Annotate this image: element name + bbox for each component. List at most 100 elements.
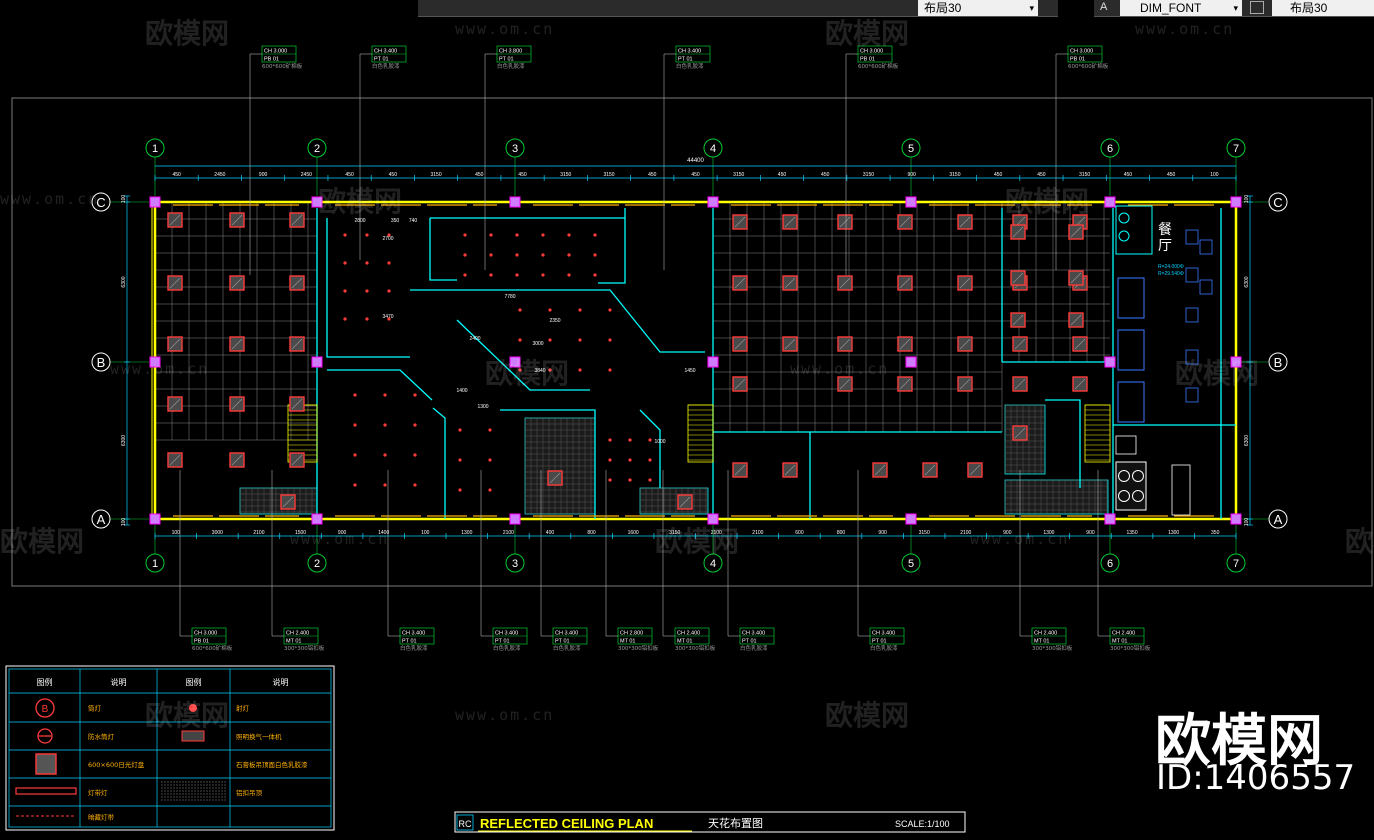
troffer-light-hatch — [231, 214, 243, 226]
aluminium-pattern-dot — [203, 799, 205, 801]
downlight — [458, 428, 462, 432]
partition-wall — [432, 407, 446, 519]
aluminium-pattern-dot — [176, 787, 178, 789]
aluminium-pattern-dot — [182, 790, 184, 792]
aluminium-pattern-dot — [206, 796, 208, 798]
axis-label: 1 — [152, 558, 158, 570]
aluminium-pattern-dot — [194, 799, 196, 801]
axis-bubble — [901, 553, 921, 573]
troffer-light-hatch — [839, 378, 851, 390]
dimension-text: 100 — [1244, 518, 1250, 527]
troffer-light-hatch — [784, 216, 796, 228]
ceiling-tag-desc: 白色乳胶漆 — [676, 62, 704, 70]
partition-wall — [500, 409, 596, 519]
dimension-text: 450 — [1124, 172, 1133, 178]
ceiling-tag-code: CH 3.000 — [860, 49, 883, 55]
structural-column — [509, 356, 521, 368]
downlight — [628, 478, 632, 482]
dimension-text: 450 — [1167, 172, 1176, 178]
dimension-text: 3000 — [212, 530, 223, 536]
aluminium-pattern-dot — [188, 790, 190, 792]
ceiling-tag-code: CH 3.800 — [499, 49, 522, 55]
title-english: REFLECTED CEILING PLAN — [480, 816, 653, 831]
aluminium-pattern-dot — [185, 799, 187, 801]
axis-bubble — [91, 192, 111, 212]
axis-label: 3 — [512, 558, 518, 570]
aluminium-pattern-dot — [206, 793, 208, 795]
axis-bubble — [145, 553, 165, 573]
ceiling-tag-code: CH 3.400 — [495, 631, 518, 637]
dimension-text: 1600 — [628, 530, 639, 536]
dining-chair — [1185, 387, 1199, 403]
aluminium-pattern-dot — [173, 787, 175, 789]
aluminium-pattern-dot — [209, 781, 211, 783]
partition-wall — [327, 369, 433, 401]
ceiling-tag-desc: 白色乳胶漆 — [493, 644, 521, 652]
dimension-text: 450 — [389, 172, 398, 178]
layout-dropdown[interactable]: 布局30 ▾ — [918, 0, 1038, 16]
dimension-text: 1400 — [378, 530, 389, 536]
dim-style-dropdown[interactable]: 布局30 — [1272, 0, 1374, 16]
troffer-light-hatch — [839, 277, 851, 289]
ceiling-tag-sub: MT 01 — [1112, 639, 1128, 645]
troffer-light-hatch — [291, 398, 303, 410]
axis-label: C — [1273, 195, 1282, 210]
dimension-text: 1300 — [1168, 530, 1179, 536]
axis-bubble — [703, 138, 723, 158]
aluminium-pattern-dot — [209, 787, 211, 789]
aluminium-pattern-dot — [203, 793, 205, 795]
aluminium-pattern-dot — [203, 784, 205, 786]
aluminium-pattern-dot — [173, 784, 175, 786]
aluminium-pattern-dot — [215, 781, 217, 783]
watermark-brand: 欧模网 — [825, 699, 910, 732]
ceiling-tag-code: CH 2.400 — [286, 631, 309, 637]
text-style-dropdown[interactable]: DIM_FONT ▾ — [1120, 0, 1242, 16]
downlight — [515, 273, 519, 277]
dimension-text: 6300 — [1244, 276, 1250, 287]
aluminium-pattern-dot — [200, 781, 202, 783]
downlight — [541, 273, 545, 277]
ceiling-tag-desc: 300*300铝扣板 — [618, 644, 659, 652]
aluminium-pattern-dot — [206, 799, 208, 801]
aluminium-pattern-dot — [170, 793, 172, 795]
dimension-text: 1350 — [1126, 530, 1137, 536]
dimension-text: 450 — [821, 172, 830, 178]
aluminium-pattern-dot — [212, 799, 214, 801]
cooker-burner — [1132, 470, 1144, 482]
stair-outline — [687, 404, 714, 463]
structural-column — [311, 356, 323, 368]
aluminium-pattern-dot — [221, 793, 223, 795]
aluminium-pattern-dot — [185, 790, 187, 792]
axis-label: 2 — [314, 143, 320, 155]
dimension-text: 3150 — [863, 172, 874, 178]
dimension-style-icon[interactable] — [1250, 1, 1264, 14]
axis-label: 7 — [1233, 143, 1239, 155]
aluminium-pattern-dot — [197, 799, 199, 801]
aluminium-pattern-dot — [191, 793, 193, 795]
aluminium-pattern-dot — [185, 793, 187, 795]
interior-dimension-text: 350 — [391, 218, 400, 224]
axis-bubble — [1226, 138, 1246, 158]
structural-column — [905, 513, 917, 525]
troffer-light-hatch — [1074, 378, 1086, 390]
dining-chair — [1199, 239, 1213, 255]
text-style-icon[interactable]: A — [1100, 1, 1108, 13]
aluminium-pattern-dot — [197, 787, 199, 789]
aluminium-pattern-dot — [161, 781, 163, 783]
aluminium-pattern-dot — [191, 790, 193, 792]
downlight — [578, 368, 582, 372]
downlight — [548, 308, 552, 312]
aluminium-pattern-dot — [173, 799, 175, 801]
interior-dimension-text: 3840 — [534, 368, 545, 374]
ceiling-tag-code: CH 3.000 — [1070, 49, 1093, 55]
troffer-light-hatch — [839, 216, 851, 228]
downlight — [413, 483, 417, 487]
dimension-text: 900 — [1086, 530, 1095, 536]
dimension-text: 900 — [1003, 530, 1012, 536]
ceiling-tag-sub: PB 01 — [194, 639, 209, 645]
aluminium-pattern-dot — [215, 793, 217, 795]
dimension-text: 2100 — [253, 530, 264, 536]
troffer-light-hatch — [1014, 378, 1026, 390]
aluminium-pattern-dot — [170, 781, 172, 783]
